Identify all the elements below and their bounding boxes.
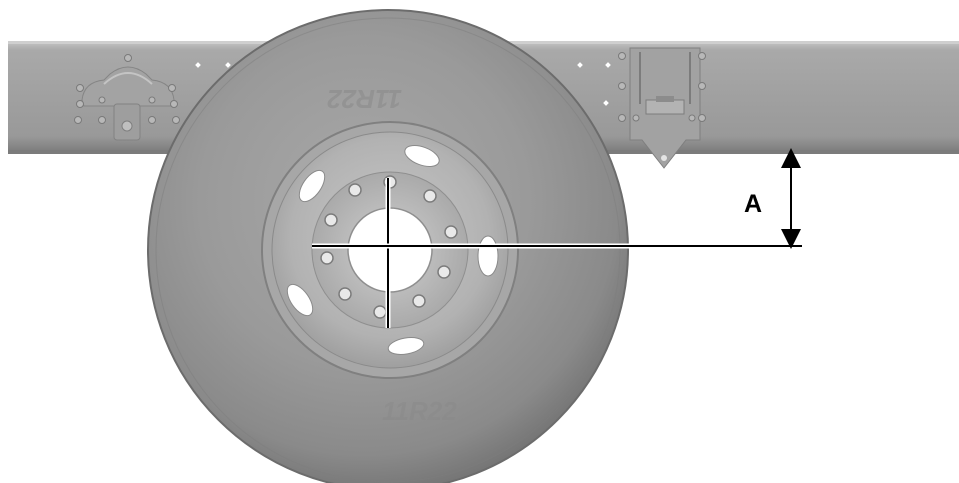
wheel-rim — [261, 121, 519, 379]
wheel-center-crosshair — [312, 178, 802, 328]
tire-sidewall-marking-bottom: 11R22 — [382, 396, 457, 426]
spring-hanger-left — [74, 54, 180, 141]
tire-sidewall-marking-top: 11R22 — [327, 84, 402, 114]
dimension-a-label: A — [744, 190, 762, 218]
dimension-a: A — [744, 148, 801, 249]
spring-hanger-right — [618, 47, 706, 169]
